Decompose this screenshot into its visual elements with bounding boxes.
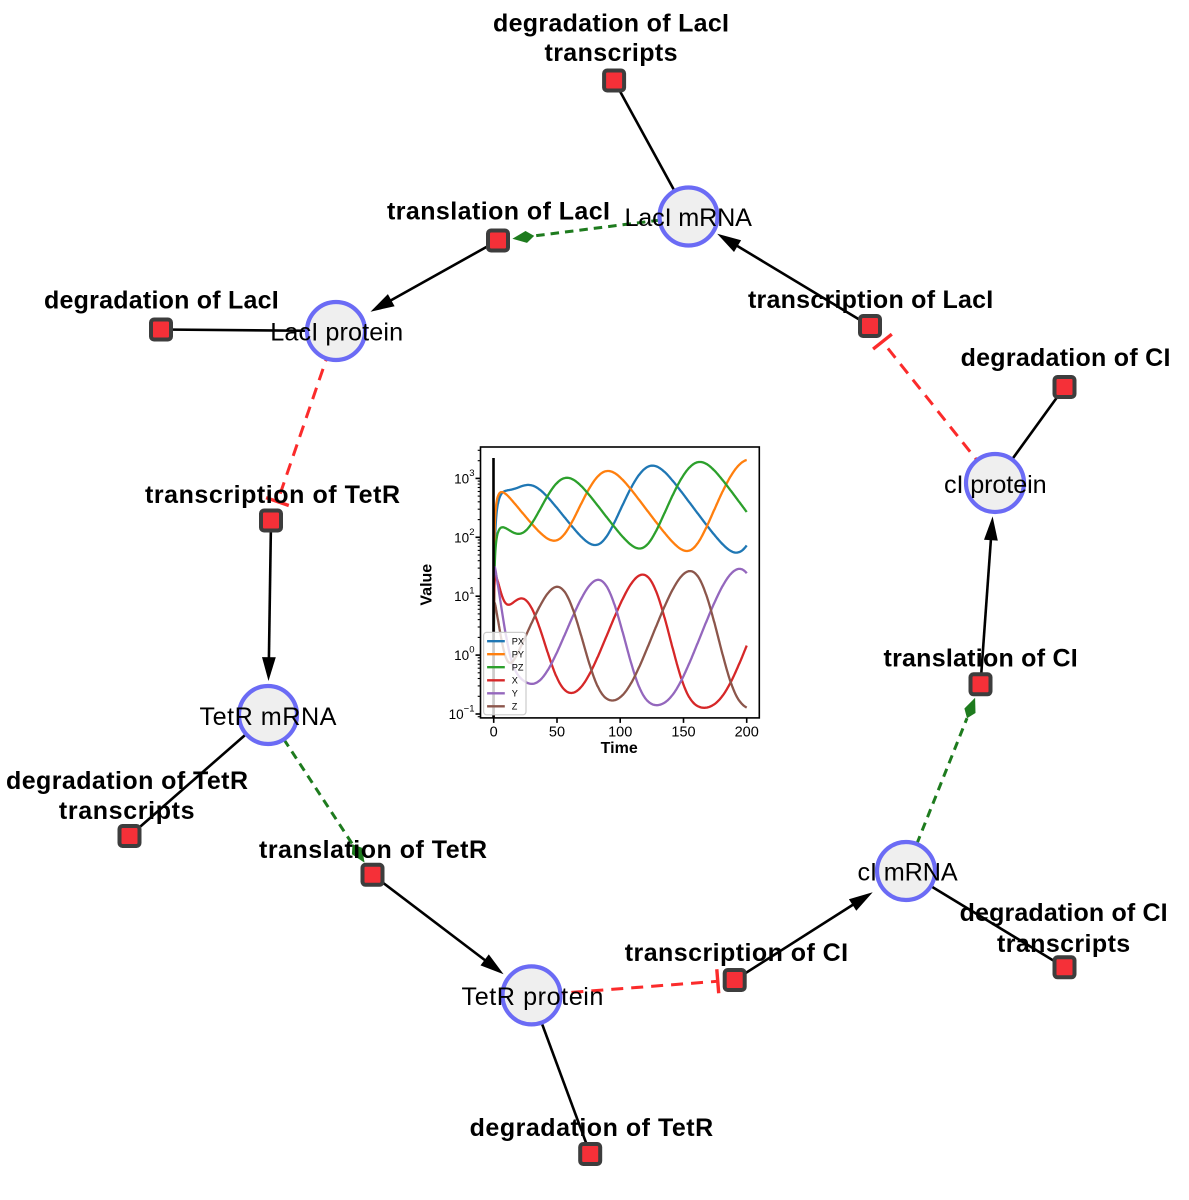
svg-text:degradation of TetR: degradation of TetR (6, 767, 248, 795)
svg-text:transcription of CI: transcription of CI (625, 939, 848, 967)
svg-text:100: 100 (608, 725, 632, 741)
svg-text:cI protein: cI protein (944, 471, 1047, 499)
svg-text:PY: PY (512, 650, 524, 660)
svg-text:transcription of TetR: transcription of TetR (145, 481, 400, 509)
svg-text:transcripts: transcripts (59, 797, 195, 825)
svg-text:PX: PX (512, 637, 524, 647)
svg-text:transcripts: transcripts (545, 39, 678, 67)
svg-text:degradation of LacI: degradation of LacI (493, 9, 729, 37)
svg-text:PZ: PZ (512, 663, 524, 673)
svg-text:translation of CI: translation of CI (884, 645, 1078, 673)
svg-text:degradation of TetR: degradation of TetR (470, 1114, 714, 1142)
svg-text:Time: Time (601, 740, 638, 757)
svg-text:Y: Y (512, 689, 518, 699)
svg-text:Value: Value (419, 564, 436, 606)
svg-text:cI mRNA: cI mRNA (858, 859, 958, 887)
svg-text:translation of TetR: translation of TetR (259, 836, 487, 864)
svg-text:TetR protein: TetR protein (462, 983, 604, 1011)
svg-text:degradation of CI: degradation of CI (961, 344, 1171, 372)
svg-text:degradation of LacI: degradation of LacI (44, 287, 279, 315)
svg-text:150: 150 (671, 725, 695, 741)
svg-text:transcription of LacI: transcription of LacI (748, 286, 993, 314)
svg-text:translation of LacI: translation of LacI (387, 198, 610, 226)
svg-text:TetR mRNA: TetR mRNA (200, 703, 337, 731)
svg-text:X: X (512, 676, 518, 686)
svg-text:0: 0 (490, 725, 498, 741)
svg-text:transcripts: transcripts (997, 930, 1130, 958)
svg-text:50: 50 (549, 725, 565, 741)
svg-text:200: 200 (735, 725, 759, 741)
svg-text:LacI mRNA: LacI mRNA (624, 204, 752, 232)
svg-text:Z: Z (512, 702, 518, 712)
svg-text:degradation of CI: degradation of CI (960, 899, 1168, 927)
svg-text:LacI protein: LacI protein (270, 319, 403, 347)
